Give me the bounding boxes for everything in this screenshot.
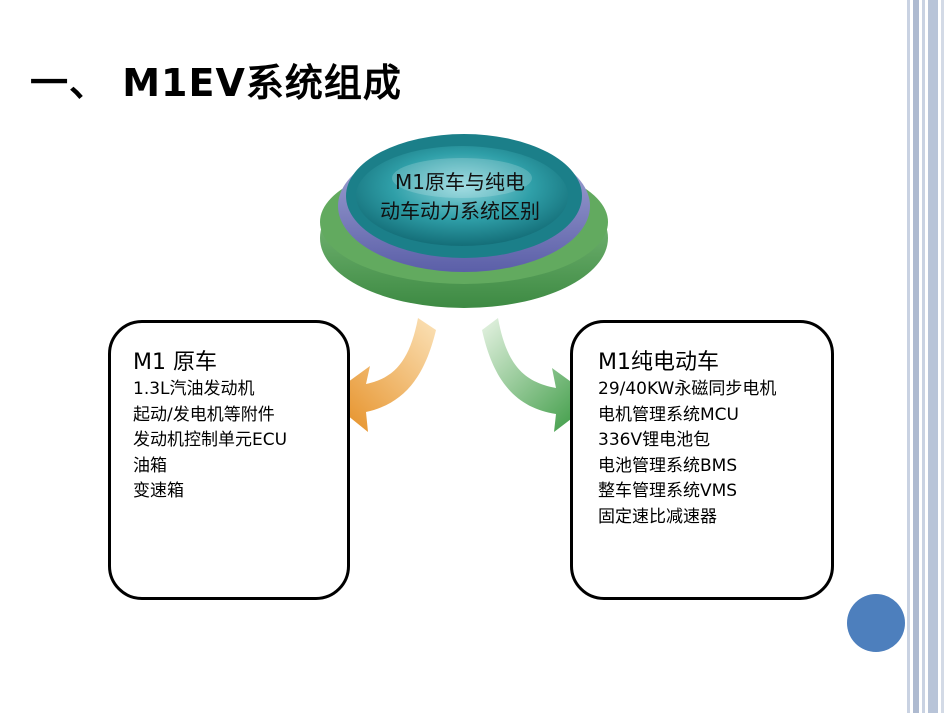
edge-stripe [928,0,938,713]
list-item: 固定速比减速器 [598,506,717,527]
list-item: 电机管理系统MCU [598,404,739,425]
list-item: 29/40KW永磁同步电机 [598,379,777,399]
hub-line-2: 动车动力系统区别 [380,199,540,223]
edge-stripe [922,0,925,713]
edge-stripe [907,0,910,713]
list-item: 电池管理系统BMS [598,455,738,476]
edge-stripe [913,0,919,713]
hub-highlight [392,158,532,198]
list-item: 336V锂电池包 [598,430,711,450]
slide-nav-circle[interactable] [847,594,905,652]
hub-label: M1原车与纯电 动车动力系统区别 [330,168,590,226]
list-item: 油箱 [133,455,167,476]
list-item: 发动机控制单元ECU [133,430,288,450]
list-item: 整车管理系统VMS [598,481,738,501]
edge-stripe [941,0,944,713]
original-car-heading: M1 原车 [133,350,217,375]
electric-car-heading: M1纯电动车 [598,350,719,375]
list-item: 起动/发电机等附件 [133,404,275,425]
original-car-box: M1 原车 1.3L汽油发动机 起动/发电机等附件 发动机控制单元ECU 油箱 … [108,320,350,600]
hub-center [356,146,568,246]
slide-title: 一、 M1EV系统组成 [30,61,402,105]
left-arrow [326,318,436,432]
list-item: 变速箱 [133,481,184,501]
right-arrow [482,318,596,432]
hub-line-1: M1原车与纯电 [395,170,525,194]
list-item: 1.3L汽油发动机 [133,379,255,399]
electric-car-box: M1纯电动车 29/40KW永磁同步电机 电机管理系统MCU 336V锂电池包 … [570,320,834,600]
